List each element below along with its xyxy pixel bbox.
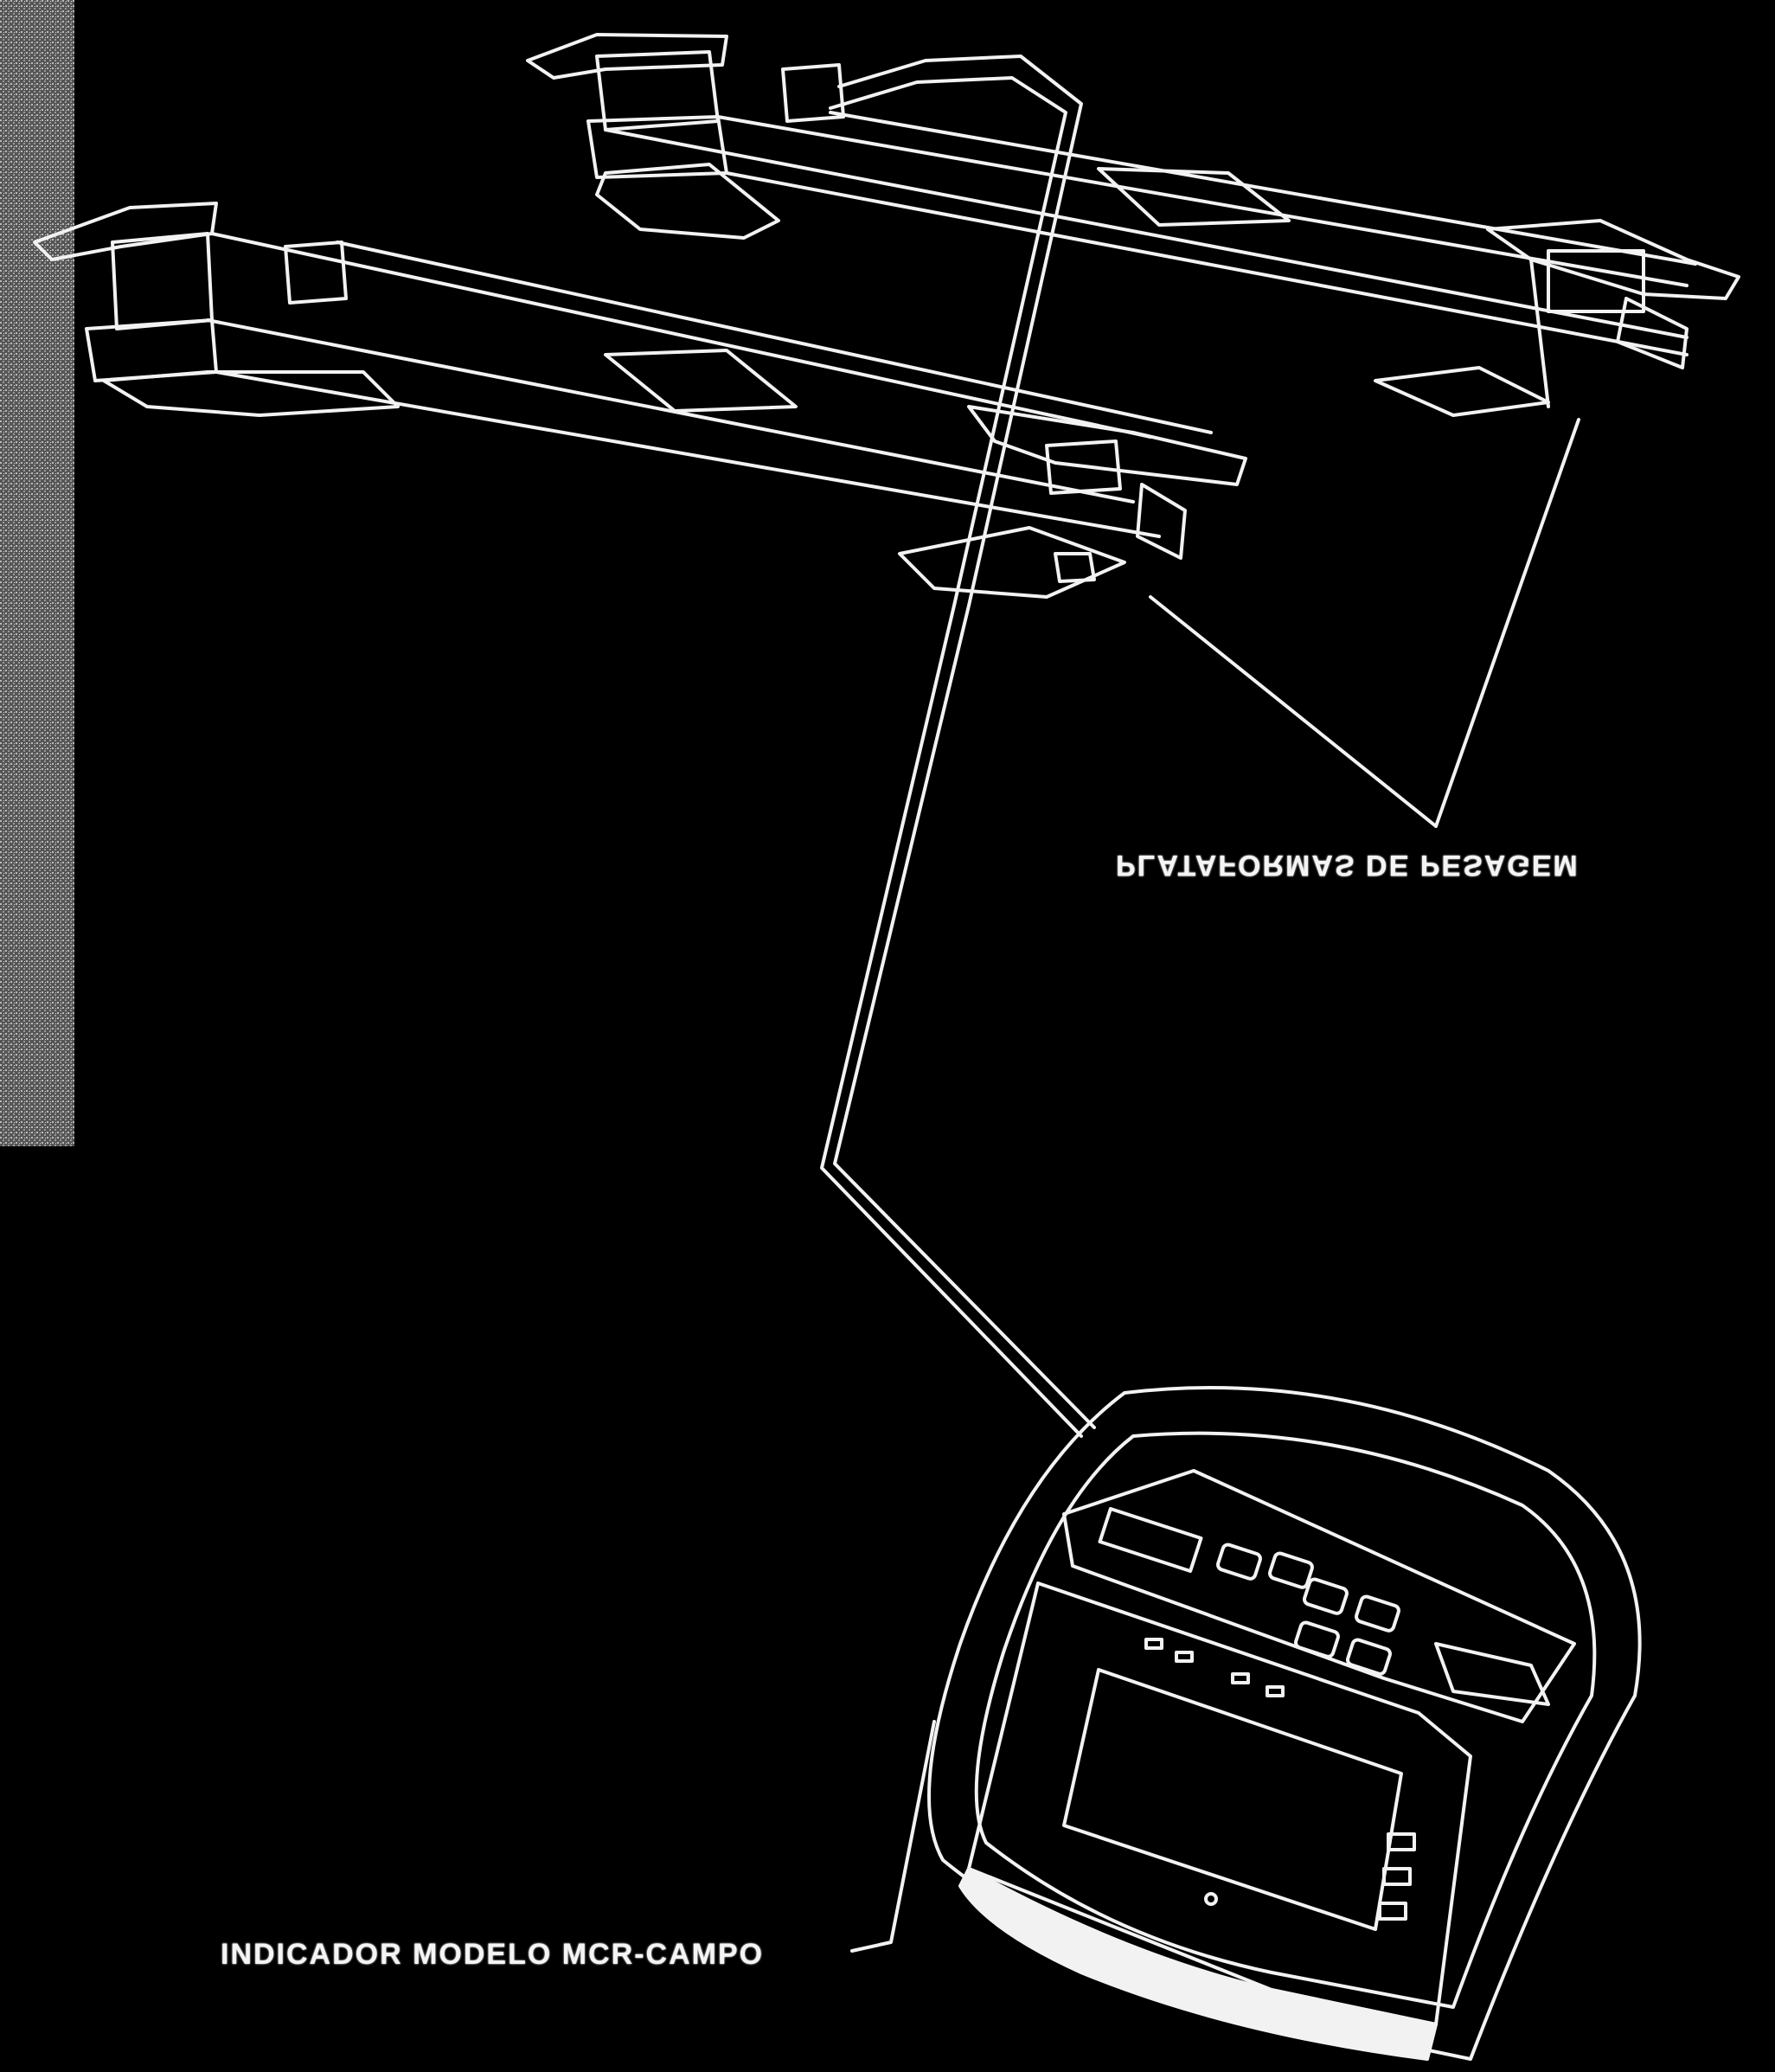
indicator-label: INDICADOR MODELO MCR-CAMPO	[221, 1938, 765, 1971]
indicator-side-button-2	[1382, 1867, 1412, 1886]
signal-cable	[820, 55, 1096, 1438]
indicator-leader-line	[850, 1720, 936, 1953]
indicator-status-led-2	[1175, 1651, 1194, 1663]
platforms-leader-lines	[1149, 418, 1580, 828]
front-weighing-platform	[33, 202, 1247, 599]
platforms-label: PLATAFORMAS DE PESAGEM	[1116, 849, 1580, 882]
rear-weighing-platform	[526, 33, 1740, 417]
indicator-side-button-3	[1378, 1902, 1407, 1921]
indicator-status-led-4	[1266, 1685, 1285, 1697]
indicator-key-1	[1216, 1543, 1262, 1581]
indicator-key-3	[1303, 1577, 1349, 1615]
indicator-key-5	[1294, 1620, 1340, 1658]
indicator-key-4	[1355, 1594, 1400, 1633]
indicator-device	[927, 1386, 1642, 2061]
keypad-icon	[1434, 1642, 1550, 1706]
indicator-bottom-rim	[958, 1867, 1438, 2061]
indicator-status-led-3	[1231, 1672, 1250, 1684]
indicator-screw-icon	[1204, 1892, 1218, 1906]
indicator-side-button-1	[1387, 1832, 1416, 1851]
indicator-key-6	[1346, 1638, 1392, 1676]
indicator-display-window	[1062, 1668, 1403, 1931]
indicator-status-led-1	[1144, 1638, 1163, 1650]
left-edge-strip	[0, 0, 74, 1146]
indicator-key-2	[1268, 1551, 1314, 1589]
indicator-top-panel	[1062, 1469, 1576, 1723]
indicator-top-window	[1098, 1506, 1203, 1574]
